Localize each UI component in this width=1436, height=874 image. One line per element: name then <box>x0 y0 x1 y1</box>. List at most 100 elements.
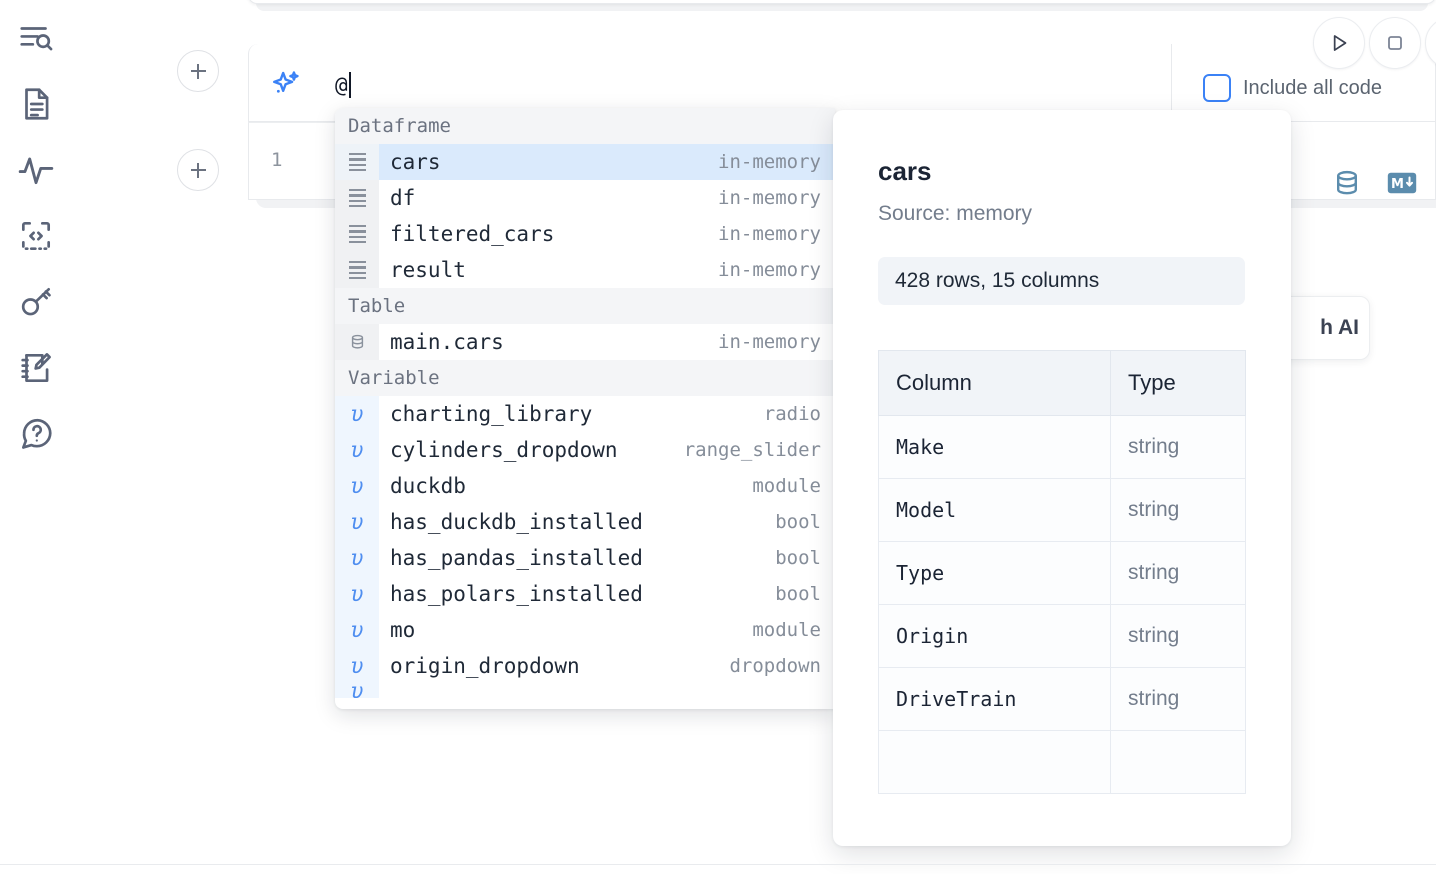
mention-item-has-pandas-installed[interactable]: υ has_pandas_installed bool <box>335 540 835 576</box>
variable-icon: υ <box>335 540 379 576</box>
table-rows-icon <box>335 216 379 252</box>
cell-column-type: string <box>1110 604 1246 668</box>
mention-item-charting-library[interactable]: υ charting_library radio <box>335 396 835 432</box>
preview-title: cars <box>878 156 932 186</box>
variable-icon: υ <box>335 468 379 504</box>
mention-item-mo[interactable]: υ mo module <box>335 612 835 648</box>
variable-icon: υ <box>335 684 379 698</box>
cell-column-type: string <box>1110 541 1246 605</box>
cell-column-name: Origin <box>878 604 1111 668</box>
table-rows-icon <box>335 252 379 288</box>
mention-item-cars[interactable]: cars in-memory <box>335 144 835 180</box>
mention-item-name: has_polars_installed <box>390 582 643 606</box>
text-caret <box>348 72 351 98</box>
column-header-type: Type <box>1110 350 1246 416</box>
mention-item-type: range_slider <box>683 439 821 461</box>
help-chat-icon[interactable] <box>14 412 58 456</box>
mention-item-type: in-memory <box>718 223 821 245</box>
mention-item-name: duckdb <box>390 474 466 498</box>
mention-item-name: main.cars <box>390 330 504 354</box>
cell-column-name: Type <box>878 541 1111 605</box>
include-all-code-label: Include all code <box>1243 76 1382 99</box>
sidebar-rail <box>0 0 72 874</box>
svg-text:M: M <box>1391 177 1404 192</box>
cell-column-name: DriveTrain <box>878 667 1111 731</box>
database-icon <box>335 324 379 360</box>
stop-button[interactable] <box>1369 17 1421 69</box>
section-header-table: Table <box>335 288 835 324</box>
add-cell-button-top[interactable] <box>177 50 219 92</box>
activity-icon[interactable] <box>14 148 58 192</box>
mention-item-name: has_duckdb_installed <box>390 510 643 534</box>
dataset-preview-panel: cars Source: memory 428 rows, 15 columns… <box>833 110 1291 846</box>
mention-item-type: dropdown <box>729 655 821 677</box>
mention-item-main-cars[interactable]: main.cars in-memory <box>335 324 835 360</box>
notebook-edit-icon[interactable] <box>14 346 58 390</box>
mention-item-duckdb[interactable]: υ duckdb module <box>335 468 835 504</box>
mention-item-name: charting_library <box>390 402 593 426</box>
mention-item-result[interactable]: result in-memory <box>335 252 835 288</box>
code-cell-shadow-right <box>1180 198 1436 208</box>
ai-prompt-input[interactable]: @ <box>335 72 351 98</box>
mention-item-type: module <box>752 619 821 641</box>
table-row: Model string <box>878 478 1246 542</box>
include-all-code-row[interactable]: Include all code <box>1203 74 1382 102</box>
code-snippet-icon[interactable] <box>14 214 58 258</box>
mention-item-type: in-memory <box>718 187 821 209</box>
database-icon[interactable] <box>1331 168 1363 205</box>
include-all-code-checkbox[interactable] <box>1203 74 1231 102</box>
mention-item-origin-dropdown[interactable]: υ origin_dropdown dropdown <box>335 648 835 684</box>
mention-item-type: in-memory <box>718 331 821 353</box>
preview-source: Source: memory <box>878 202 1033 225</box>
variable-icon: υ <box>335 612 379 648</box>
mention-item-name: df <box>390 186 416 210</box>
mention-item-has-duckdb-installed[interactable]: υ has_duckdb_installed bool <box>335 504 835 540</box>
table-row: Origin string <box>878 604 1246 668</box>
explorer-search-icon[interactable] <box>14 16 58 60</box>
mention-autocomplete-menu[interactable]: Dataframe cars in-memory df in-memory fi… <box>335 108 835 709</box>
cell-column-type: string <box>1110 478 1246 542</box>
cell-column-name: Make <box>878 415 1111 479</box>
mention-item-has-polars-installed[interactable]: υ has_polars_installed bool <box>335 576 835 612</box>
mention-item-type: module <box>752 475 821 497</box>
mention-item-cylinders-dropdown[interactable]: υ cylinders_dropdown range_slider <box>335 432 835 468</box>
add-cell-button-bottom[interactable] <box>177 149 219 191</box>
table-row: Type string <box>878 541 1246 605</box>
variable-icon: υ <box>335 504 379 540</box>
bottom-divider <box>0 864 1436 865</box>
table-row-clipped <box>878 730 1246 794</box>
cell-column-type: string <box>1110 667 1246 731</box>
cell-column-type: string <box>1110 415 1246 479</box>
mention-item-type: in-memory <box>718 259 821 281</box>
mention-item-name: mo <box>390 618 416 642</box>
mention-item-type: bool <box>775 583 821 605</box>
variable-icon: υ <box>335 576 379 612</box>
mention-item-filtered-cars[interactable]: filtered_cars in-memory <box>335 216 835 252</box>
run-button[interactable] <box>1313 17 1365 69</box>
variable-icon: υ <box>335 396 379 432</box>
cell-column-name: Model <box>878 478 1111 542</box>
table-rows-icon <box>335 180 379 216</box>
mention-item-type: in-memory <box>718 151 821 173</box>
mention-item-name: filtered_cars <box>390 222 555 246</box>
mention-item-type: bool <box>775 511 821 533</box>
section-header-variable: Variable <box>335 360 835 396</box>
ai-sparkle-icon <box>269 68 303 107</box>
mention-item-type: bool <box>775 547 821 569</box>
table-row: Make string <box>878 415 1246 479</box>
top-cell-shadow <box>256 3 1428 11</box>
variable-icon: υ <box>335 648 379 684</box>
mention-item-clipped[interactable]: υ <box>335 684 835 698</box>
ai-prompt-value: @ <box>335 73 348 97</box>
key-icon[interactable] <box>14 280 58 324</box>
section-header-dataframe: Dataframe <box>335 108 835 144</box>
previous-cell-card[interactable] <box>248 0 1436 4</box>
mention-item-df[interactable]: df in-memory <box>335 180 835 216</box>
table-rows-icon <box>335 144 379 180</box>
variable-icon: υ <box>335 432 379 468</box>
line-number: 1 <box>271 149 283 171</box>
document-icon[interactable] <box>14 82 58 126</box>
mention-item-name: has_pandas_installed <box>390 546 643 570</box>
markdown-icon[interactable]: M <box>1387 172 1417 199</box>
